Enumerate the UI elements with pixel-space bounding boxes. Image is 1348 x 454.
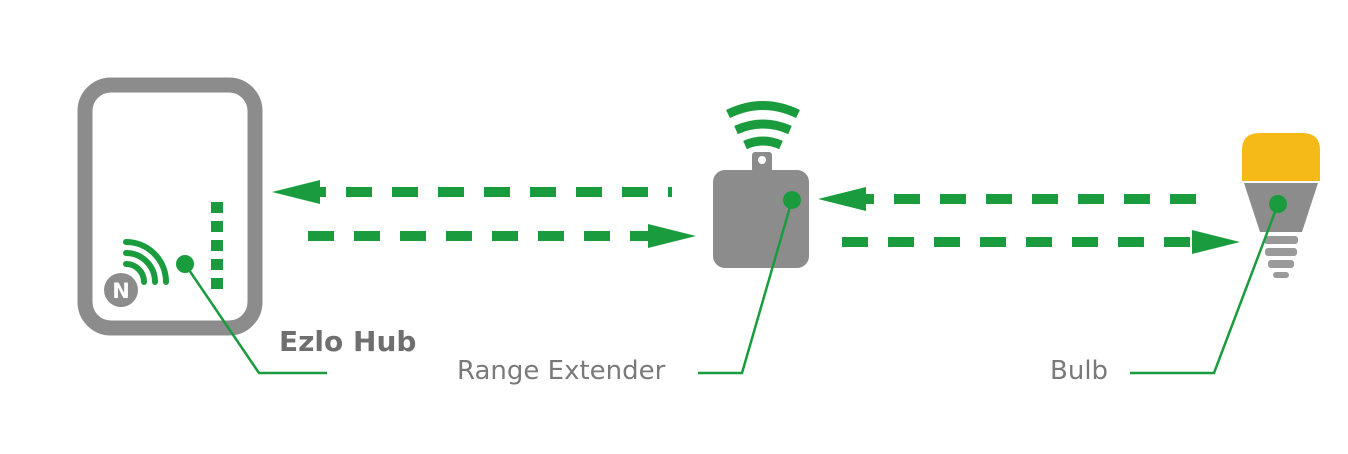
range-extender-device — [713, 101, 809, 268]
link-extender-to-bulb — [842, 230, 1240, 254]
hub-device: N — [77, 77, 263, 336]
zwave-badge-icon — [104, 273, 138, 307]
arrow-left-icon — [818, 187, 866, 211]
link-hub-to-extender — [308, 224, 696, 248]
link-extender-to-hub — [272, 180, 672, 204]
extender-body — [713, 170, 809, 268]
extender-wifi-icon — [726, 101, 800, 150]
zwave-badge-letter: N — [112, 279, 130, 303]
arrow-right-icon — [1192, 230, 1240, 254]
bulb-device — [1242, 133, 1320, 278]
arrow-left-icon — [272, 180, 320, 204]
bulb-glow — [1242, 133, 1320, 181]
hub-signal-bars-icon — [211, 202, 223, 289]
hub-label: Ezlo Hub — [279, 325, 417, 358]
range-extender-label: Range Extender — [457, 356, 666, 386]
bulb-label: Bulb — [1050, 356, 1109, 386]
bulb-base — [1264, 236, 1298, 278]
hub-leader-line — [183, 263, 327, 375]
extender-plug-hole — [758, 156, 766, 164]
arrow-right-icon — [648, 224, 696, 248]
zwave-signal-icon — [123, 239, 169, 285]
extender-leader-line — [698, 199, 794, 375]
link-bulb-to-extender — [818, 187, 1206, 211]
bulb-leader-line — [1130, 203, 1280, 375]
